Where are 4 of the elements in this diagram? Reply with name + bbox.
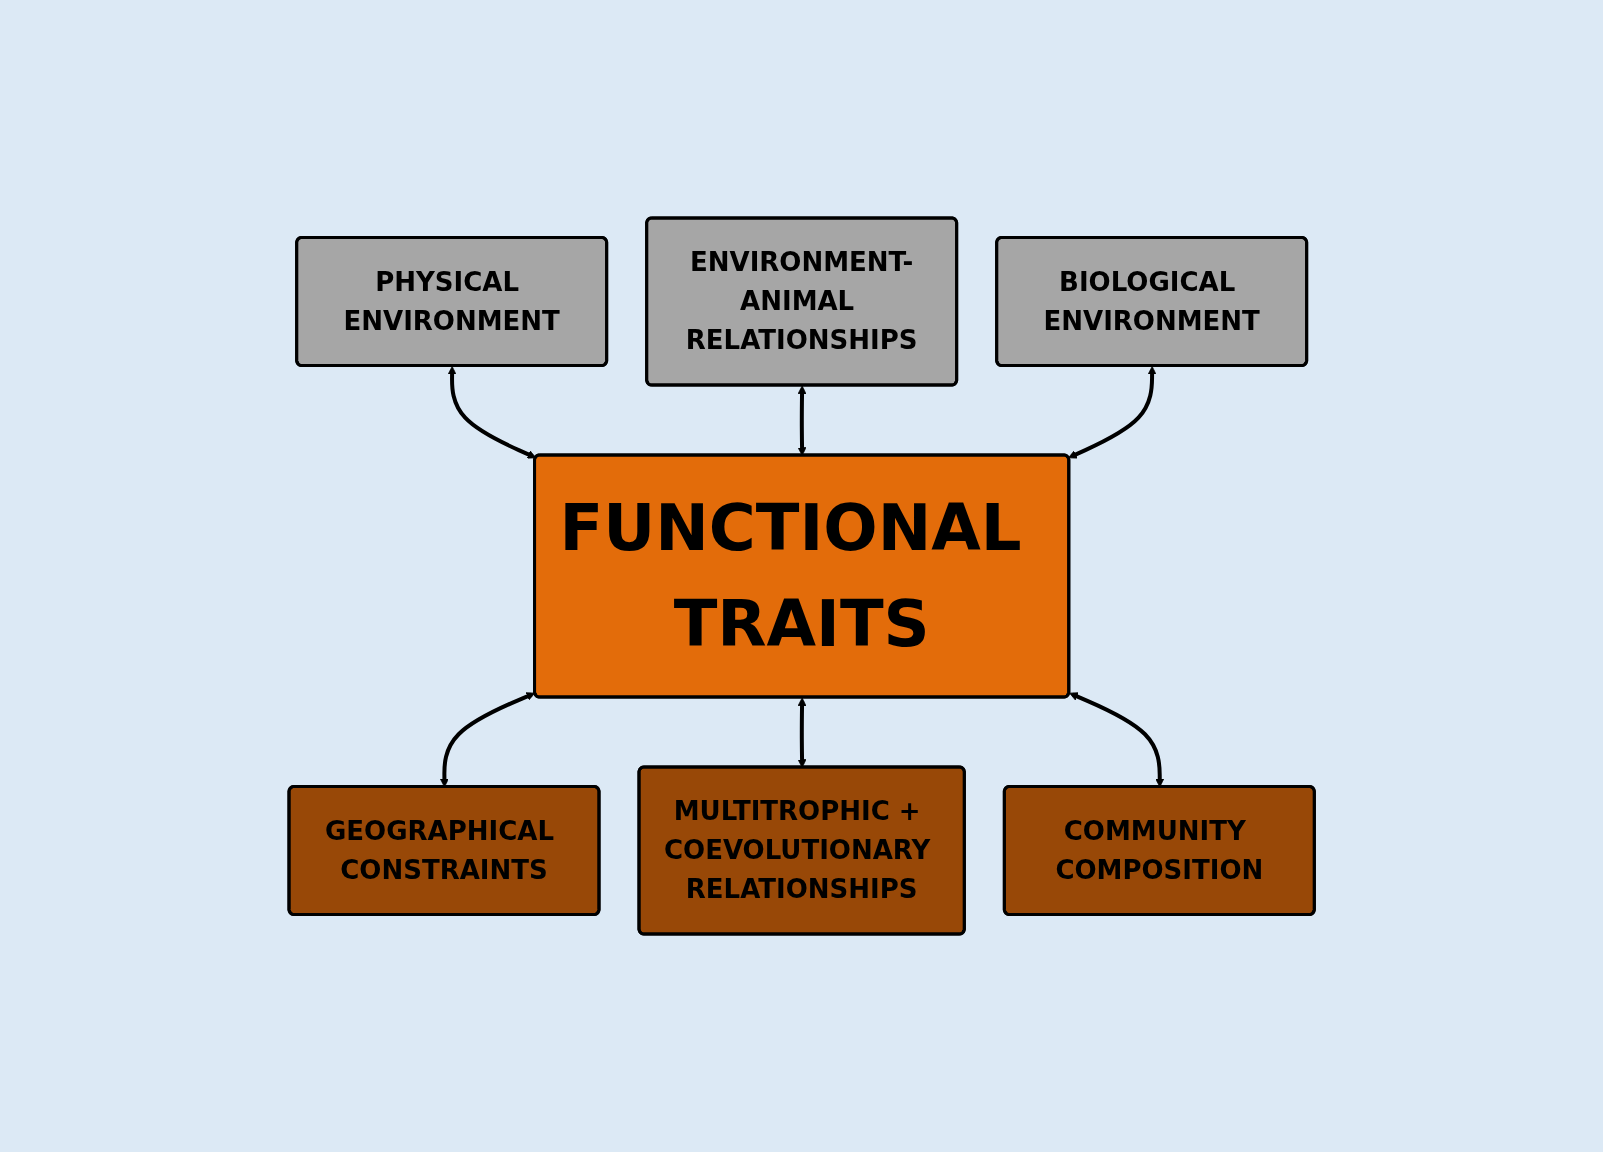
- arrow: [797, 385, 807, 456]
- arrow: [447, 366, 537, 459]
- arrow: [1067, 366, 1157, 459]
- arrow: [797, 697, 807, 768]
